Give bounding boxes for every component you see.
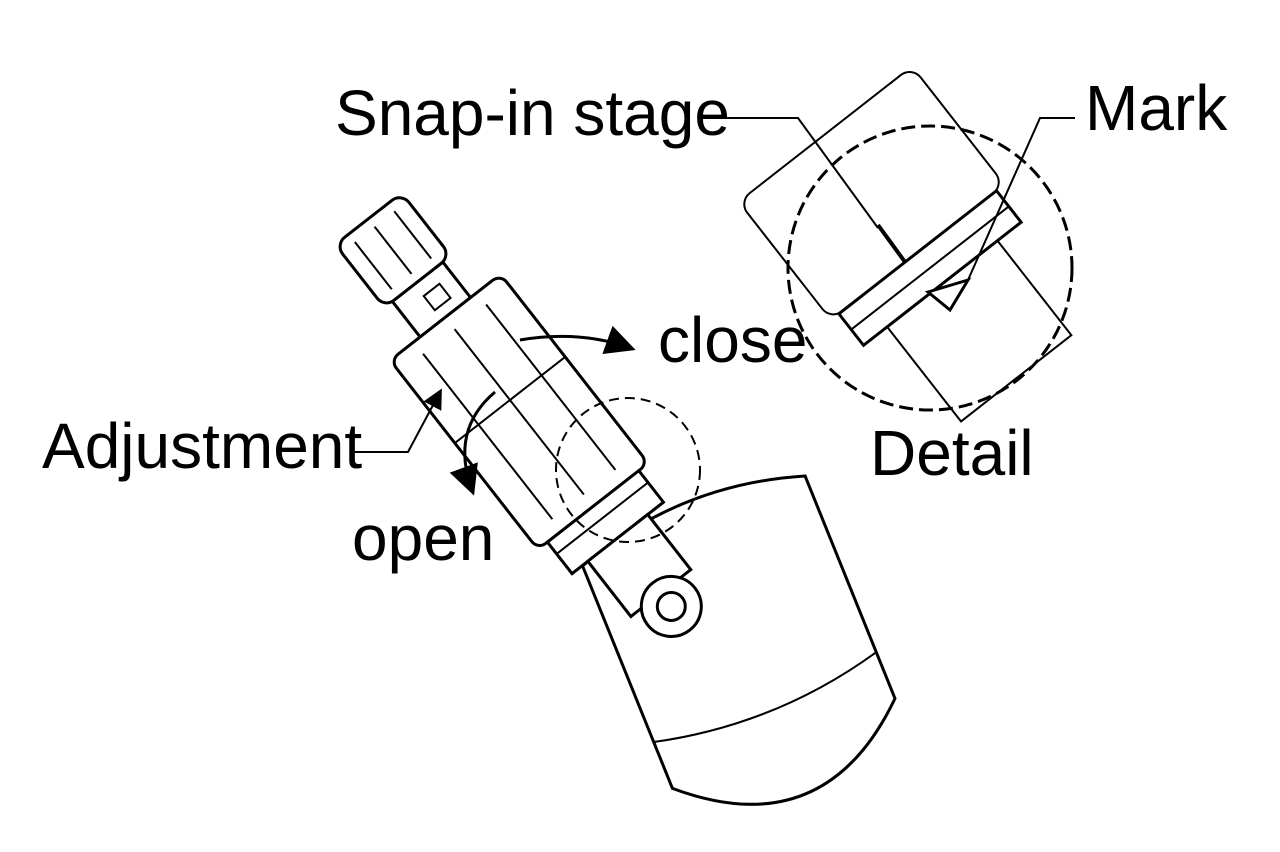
detail-view <box>743 70 1074 423</box>
close-label: close <box>658 304 807 376</box>
mark-label: Mark <box>1085 72 1228 144</box>
device-drawing <box>338 196 897 806</box>
snap-in-stage-leader <box>720 117 879 229</box>
open-arrow <box>449 390 496 496</box>
close-arrow <box>519 325 636 354</box>
adjustment-leader <box>350 388 442 453</box>
detail-label: Detail <box>870 417 1034 489</box>
snap-in-stage-label: Snap-in stage <box>335 77 730 149</box>
adjustment-label: Adjustment <box>42 410 362 482</box>
open-label: open <box>352 502 494 574</box>
adjustment-sleeve <box>338 196 703 638</box>
mark-leader <box>967 117 1075 281</box>
